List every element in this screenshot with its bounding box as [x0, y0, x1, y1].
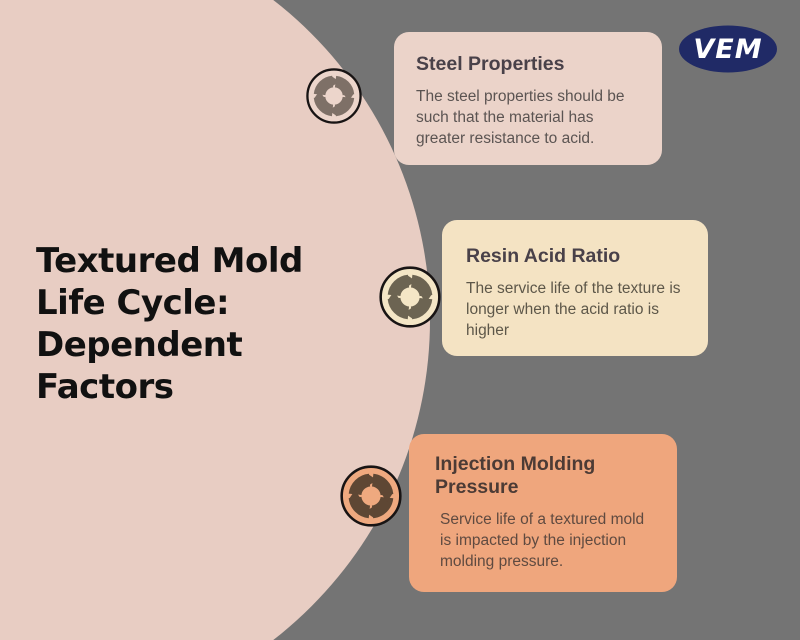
- card-injection-molding-pressure: Injection Molding Pressure Service life …: [409, 434, 677, 592]
- cycle-arrows-icon: [340, 465, 402, 527]
- card-steel-properties: Steel Properties The steel properties sh…: [394, 32, 662, 165]
- cycle-arrows-icon: [379, 266, 441, 328]
- card-body: The service life of the texture is longe…: [466, 280, 681, 339]
- card-body: The steel properties should be such that…: [416, 88, 625, 147]
- logo-ellipse: [679, 25, 777, 73]
- page-title: Textured Mold Life Cycle: Dependent Fact…: [36, 241, 303, 408]
- card-body: Service life of a textured mold is impac…: [440, 511, 645, 570]
- card-title: Injection Molding Pressure: [435, 453, 596, 498]
- cycle-arrows-icon: [306, 68, 362, 124]
- card-resin-acid-ratio: Resin Acid Ratio The service life of the…: [442, 220, 708, 356]
- card-title: Resin Acid Ratio: [466, 245, 621, 267]
- card-title: Steel Properties: [416, 53, 565, 75]
- logo-text: VEM: [693, 34, 762, 65]
- vem-logo: VEM: [679, 25, 777, 73]
